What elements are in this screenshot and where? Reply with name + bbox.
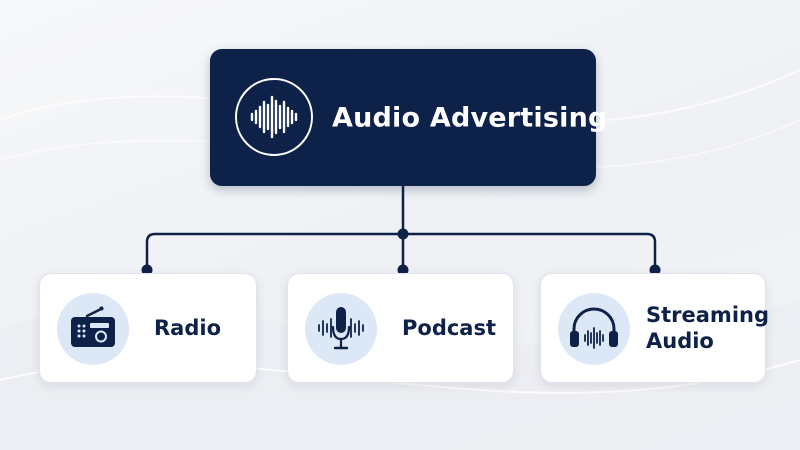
- connector-junction-dot: [397, 228, 409, 240]
- root-title: Audio Advertising: [332, 102, 608, 133]
- child-label-line: Radio: [154, 316, 221, 340]
- child-label-line: Podcast: [402, 316, 497, 340]
- child-node-podcast: Podcast: [287, 273, 514, 383]
- connector-branch-right: [401, 232, 657, 272]
- headphones-icon-circle: [558, 293, 630, 365]
- connector-branch-left: [145, 232, 405, 272]
- radio-icon-circle: [57, 293, 129, 365]
- soundwave-icon: [235, 78, 313, 156]
- headphones-icon: [570, 307, 618, 349]
- child-node-radio: Radio: [39, 273, 257, 383]
- microphone-icon: [318, 307, 364, 350]
- radio-icon: [71, 306, 115, 347]
- connector-end-dot-streaming: [649, 264, 661, 276]
- root-node-audio-advertising: Audio Advertising: [210, 49, 607, 186]
- child-label-line: Audio: [646, 329, 714, 353]
- child-label-radio: Radio: [154, 315, 221, 341]
- microphone-icon-circle: [305, 293, 377, 365]
- connector-end-dot-podcast: [397, 264, 409, 276]
- child-label-line: Streaming: [646, 303, 769, 327]
- connector-end-dot-radio: [141, 264, 153, 276]
- child-node-streaming-audio: Streaming Audio: [540, 273, 769, 383]
- child-label-streaming-audio: Streaming Audio: [646, 302, 769, 354]
- child-label-podcast: Podcast: [402, 315, 496, 341]
